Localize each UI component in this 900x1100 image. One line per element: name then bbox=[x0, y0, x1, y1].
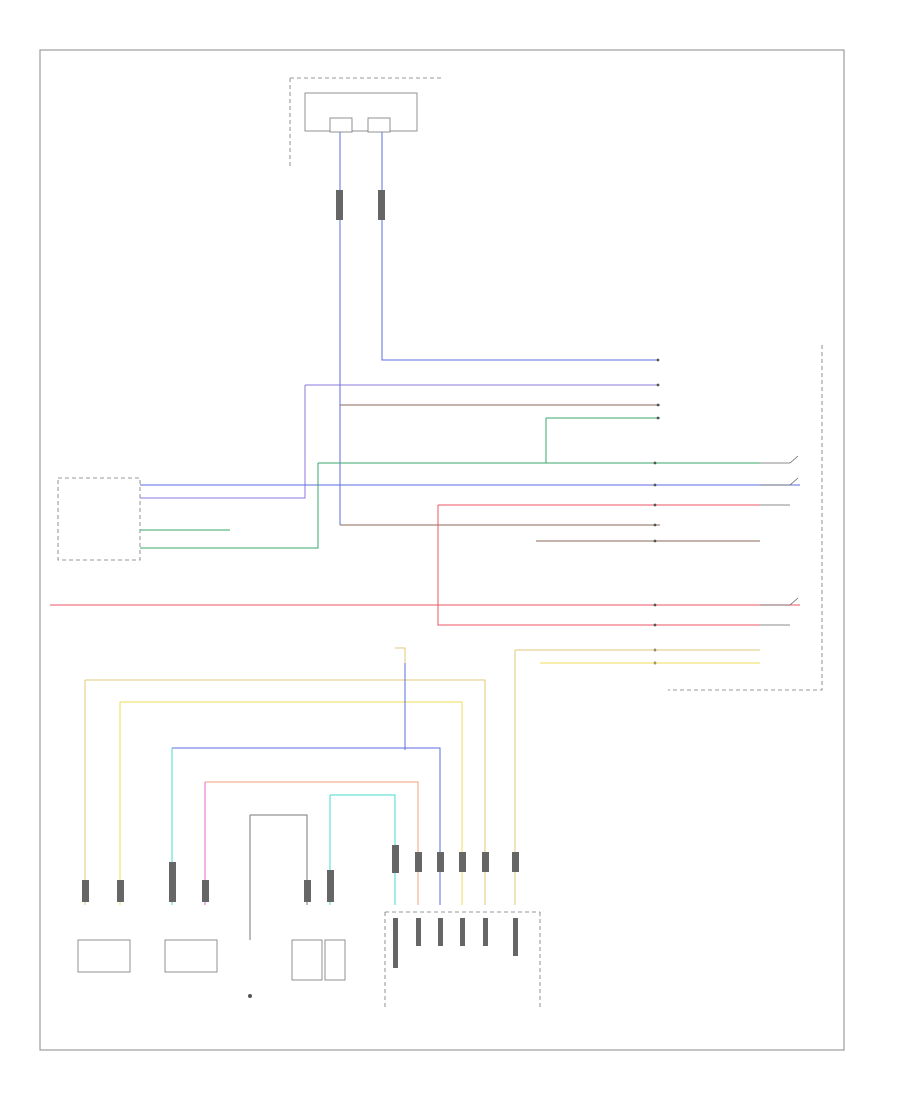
diagram-border bbox=[39, 49, 845, 1051]
sensor-4 bbox=[324, 939, 346, 981]
mid-connector-pins bbox=[653, 358, 660, 665]
ground-symbol bbox=[248, 994, 252, 998]
sensor-3 bbox=[291, 939, 323, 981]
left-module bbox=[57, 477, 141, 561]
sensor-2 bbox=[164, 939, 218, 973]
sensor-1 bbox=[77, 939, 131, 973]
right-block bbox=[668, 345, 823, 691]
lower-wire-tags bbox=[82, 845, 519, 902]
right-switches bbox=[760, 455, 799, 626]
top-wire-tags bbox=[336, 190, 385, 220]
lower-wires bbox=[84, 647, 760, 940]
top-module bbox=[289, 77, 442, 168]
top-wires bbox=[339, 132, 660, 526]
bottom-module bbox=[384, 911, 541, 1010]
middle-wires bbox=[50, 384, 800, 626]
